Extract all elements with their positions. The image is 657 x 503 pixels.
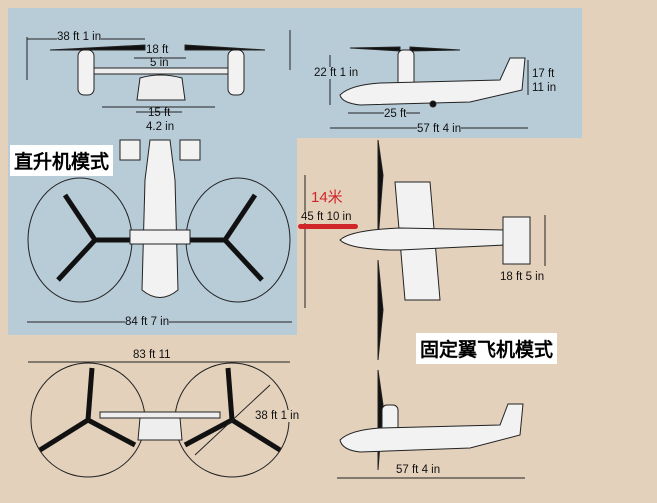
helicopter-mode-top-view — [27, 139, 292, 323]
gear-track-label: 15 ft — [148, 107, 171, 119]
overall-width-label: 84 ft 7 in — [125, 316, 170, 328]
tail-height-label: 17 ft — [532, 68, 555, 80]
wingspan-metric-label: 14米 — [311, 189, 343, 206]
side-view-aircraft-top — [329, 46, 529, 129]
bottom-width-label: 83 ft 11 — [133, 349, 171, 361]
rotor-span-label: 38 ft 1 in — [57, 31, 102, 43]
length-label: 57 ft 4 in — [417, 123, 462, 135]
tail-height-in-label: 11 in — [532, 82, 557, 94]
highlight-underline — [298, 224, 358, 229]
height-label: 22 ft 1 in — [314, 67, 359, 79]
rotor-diameter-label: 38 ft 1 in — [255, 410, 300, 422]
bottom-length-label: 57 ft 4 in — [396, 464, 441, 476]
front-view-aircraft-top — [26, 30, 291, 113]
gear-track-in-label: 4.2 in — [146, 121, 175, 133]
wingspan-label: 45 ft 10 in — [301, 211, 352, 223]
rotor-gap-label: 18 ft — [146, 44, 169, 56]
helicopter-mode-title: 直升机模式 — [10, 145, 114, 176]
front-view-aircraft-bottom — [28, 361, 290, 478]
fixed-wing-mode-top-view — [304, 139, 546, 361]
rotor-gap-in-label: 5 in — [150, 57, 169, 69]
side-view-aircraft-bottom — [337, 369, 525, 479]
fixed-wing-mode-title: 固定翼飞机模式 — [416, 333, 558, 364]
tail-span-label: 18 ft 5 in — [500, 271, 545, 283]
wheelbase-label: 25 ft — [384, 108, 407, 120]
